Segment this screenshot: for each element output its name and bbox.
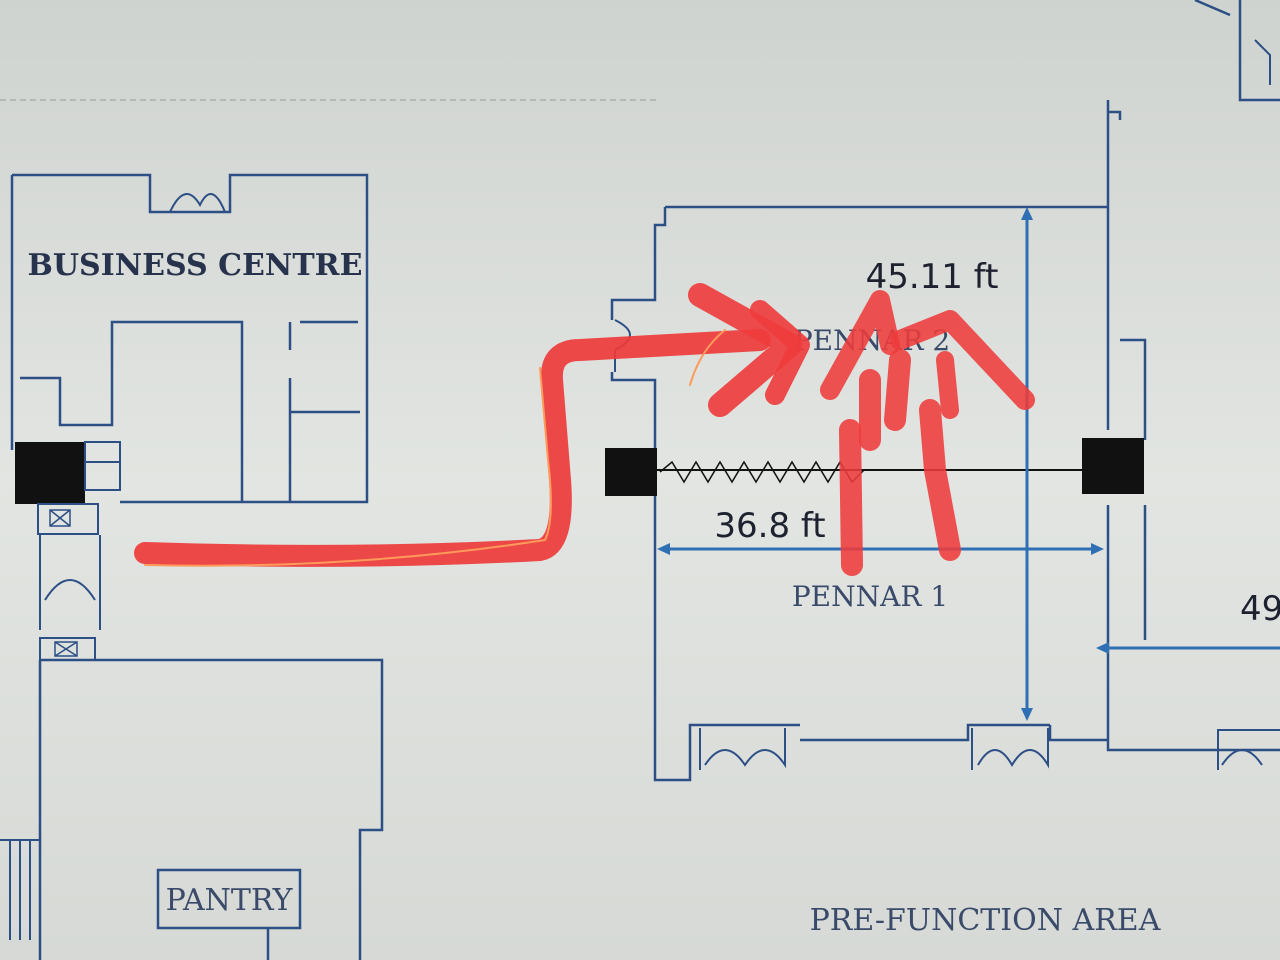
lower-left-room-walls bbox=[0, 658, 384, 960]
pre-function-label: PRE-FUNCTION AREA bbox=[810, 903, 1161, 938]
pantry: PANTRY bbox=[156, 868, 302, 960]
annotation-arrowhead-2 bbox=[750, 300, 810, 405]
pennar-1-label: PENNAR 1 bbox=[792, 580, 948, 613]
column-right bbox=[1082, 438, 1144, 494]
pantry-label: PANTRY bbox=[166, 883, 294, 918]
red-annotation bbox=[134, 283, 1035, 576]
width-dimension-label: 36.8 ft bbox=[714, 506, 825, 546]
annotation-route-highlight bbox=[144, 367, 552, 567]
pennar-walls bbox=[610, 0, 1280, 782]
annotation-scribble-2 bbox=[859, 349, 911, 451]
annotation-arrow-highlight bbox=[689, 329, 726, 386]
annotation-line-right bbox=[919, 399, 961, 561]
annotation-stroke bbox=[936, 351, 959, 419]
annotation-scribble-3 bbox=[890, 310, 1035, 410]
business-centre-walls bbox=[10, 173, 369, 504]
column-left bbox=[605, 448, 657, 496]
annotation-scribble-1 bbox=[820, 290, 900, 400]
partial-dimension-label: 49 bbox=[1240, 589, 1280, 629]
annotation-route-path bbox=[134, 329, 771, 567]
business-centre-label: BUSINESS CENTRE bbox=[28, 248, 363, 283]
annotation-line-left bbox=[839, 419, 863, 576]
left-column-block bbox=[15, 441, 121, 661]
partition-wall bbox=[655, 460, 1085, 484]
height-dimension-label: 45.11 ft bbox=[866, 257, 999, 297]
